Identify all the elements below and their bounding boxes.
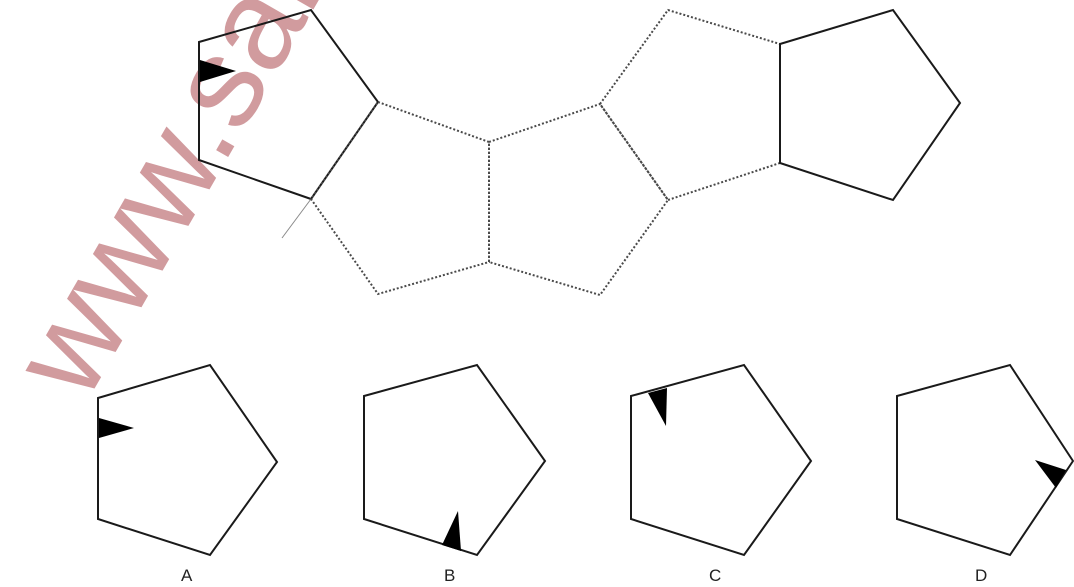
option-d[interactable]: D <box>896 363 1074 585</box>
option-a[interactable]: A <box>97 363 279 585</box>
option-d-label: D <box>975 566 987 585</box>
net-face-4 <box>598 8 781 202</box>
triangle-marker-icon <box>200 60 236 82</box>
net-crease-line <box>281 198 312 239</box>
option-d-pentagon <box>896 363 1074 557</box>
option-b[interactable]: B <box>363 363 547 585</box>
option-c[interactable]: C <box>630 363 813 585</box>
pentagon-net <box>198 8 962 297</box>
watermark-text: www.saksh <box>0 0 434 420</box>
option-a-pentagon <box>97 363 279 557</box>
option-c-label: C <box>709 566 721 585</box>
option-a-marker-icon <box>99 418 134 438</box>
option-b-marker-icon <box>442 511 461 551</box>
option-d-marker-icon <box>1035 460 1066 488</box>
option-c-marker-icon <box>648 388 667 426</box>
net-face-right <box>779 8 962 202</box>
net-face-3 <box>488 102 670 297</box>
option-b-pentagon <box>363 363 547 557</box>
option-c-pentagon <box>630 363 813 557</box>
option-a-label: A <box>181 566 193 585</box>
option-b-label: B <box>444 566 455 585</box>
net-face-2 <box>309 100 490 296</box>
